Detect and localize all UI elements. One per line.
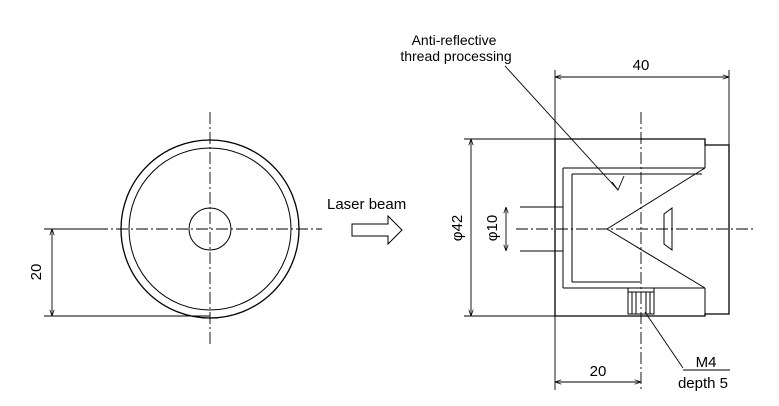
section-cone <box>606 167 706 289</box>
thread-size-label: M4 <box>696 354 717 371</box>
section-dimensions: 40 φ42 φ10 20 <box>449 57 730 390</box>
section-right-aperture <box>663 207 673 251</box>
laser-beam-indicator: Laser beam <box>327 196 406 246</box>
dim-offset-bottom-label: 20 <box>590 363 607 380</box>
section-inner-cavity <box>562 167 705 289</box>
annotation-line-1: Anti-reflective <box>412 32 497 48</box>
annotation-leader <box>504 65 619 191</box>
dim-height-left-label: 20 <box>28 264 45 281</box>
annotation-thread: M4 depth 5 <box>644 311 730 392</box>
thread-leader <box>644 311 684 369</box>
thread-depth-label: depth 5 <box>678 375 728 392</box>
laser-beam-label: Laser beam <box>327 196 406 213</box>
section-view <box>516 112 755 392</box>
laser-beam-arrow-icon <box>351 214 403 246</box>
dim-inner-diameter-label: φ10 <box>484 215 501 241</box>
dim-outer-diameter-label: φ42 <box>449 215 466 241</box>
section-body-outline <box>554 138 730 317</box>
annotation-line-2: thread processing <box>400 48 511 64</box>
front-view: 20 <box>28 112 322 344</box>
annotation-anti-reflective: Anti-reflective thread processing <box>400 32 625 191</box>
dim-width-label: 40 <box>633 57 650 74</box>
